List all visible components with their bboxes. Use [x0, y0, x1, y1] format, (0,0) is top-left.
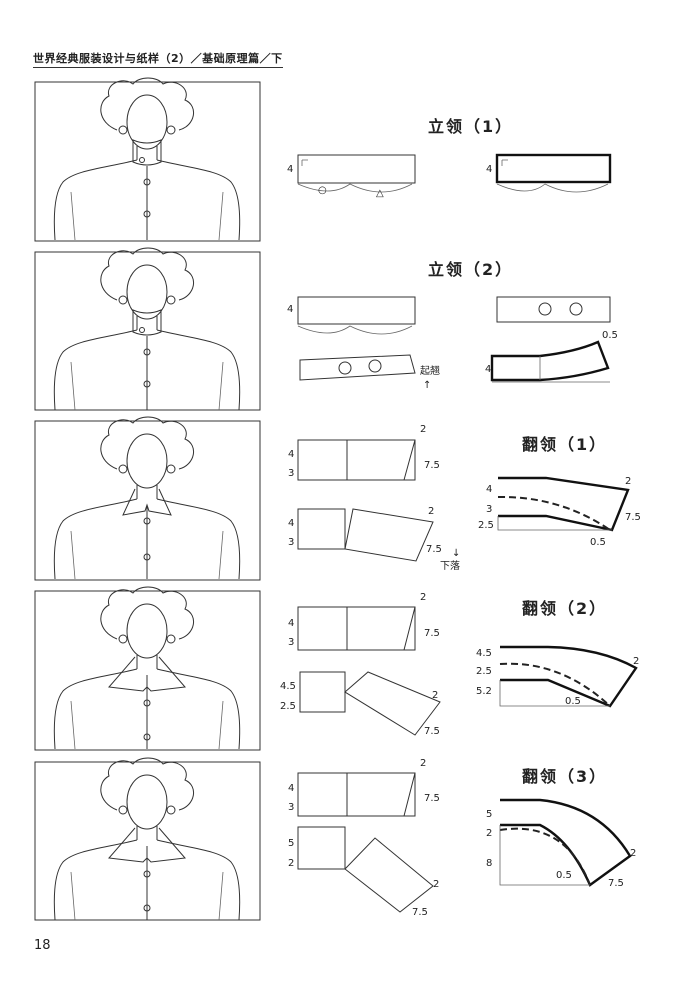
dimension-label: 7.5: [412, 907, 428, 918]
section-title: 立领（2）: [428, 260, 513, 279]
dimension-label: 4.5: [280, 681, 296, 692]
dimension-label: 5: [288, 838, 294, 849]
dimension-label: ↓: [452, 548, 460, 559]
dimension-label: 3: [288, 637, 294, 648]
dimension-label: 4: [486, 164, 492, 175]
illustration-turndown-collar-1: [34, 416, 261, 581]
page-number: 18: [34, 938, 51, 953]
dimension-label: 0.5: [590, 537, 606, 548]
dimension-label: 2.5: [476, 666, 492, 677]
dimension-label: 7.5: [424, 460, 440, 471]
illustration-turndown-collar-2: [34, 586, 261, 751]
dimension-label: △: [376, 188, 384, 199]
dimension-label: 2: [420, 424, 426, 435]
illustration-stand-collar-1: [34, 77, 261, 242]
dimension-label: 7.5: [426, 544, 442, 555]
section-title: 翻领（1）: [522, 435, 607, 454]
dimension-label: 4: [288, 618, 294, 629]
section-title: 翻领（2）: [522, 599, 607, 618]
dimension-label: 4: [288, 518, 294, 529]
dimension-label: 2: [630, 848, 636, 859]
dimension-label: 起翘: [420, 365, 440, 377]
dimension-label: 2: [486, 828, 492, 839]
dimension-label: ○: [318, 185, 327, 196]
dimension-label: 2: [432, 690, 438, 701]
dimension-label: 2: [433, 879, 439, 890]
dimension-label: 7.5: [625, 512, 641, 523]
dimension-label: ↑: [423, 380, 431, 391]
dimension-label: 5: [486, 809, 492, 820]
dimension-label: 0.5: [565, 696, 581, 707]
dimension-label: 7.5: [608, 878, 624, 889]
dimension-label: 3: [486, 504, 492, 515]
dimension-label: 4: [288, 449, 294, 460]
dimension-label: 2.5: [280, 701, 296, 712]
dimension-label: 7.5: [424, 726, 440, 737]
dimension-label: 2.5: [478, 520, 494, 531]
illustration-stand-collar-2: [34, 247, 261, 411]
pattern-turndown-collar-1: 4 3 2 7.5 4 3 2 7.5 ↓ 下落 4 3 2.5 2 7.5 0.5: [288, 424, 641, 572]
dimension-label: 2: [428, 506, 434, 517]
dimension-label: 3: [288, 537, 294, 548]
pattern-turndown-collar-2: 4 3 2 7.5 4.5 2.5 2 7.5 4.5 2.5 5.2 2 0.5: [280, 592, 639, 737]
dimension-label: 2: [625, 476, 631, 487]
pattern-stand-collar-2: 4 起翘 ↑ 4 0.5: [287, 296, 618, 391]
section-title: 翻领（3）: [522, 767, 607, 786]
dimension-label: 5.2: [476, 686, 492, 697]
dimension-label: 8: [486, 858, 492, 869]
dimension-label: 4: [485, 364, 491, 375]
dimension-label: 0.5: [556, 870, 572, 881]
dimension-label: 0.5: [602, 330, 618, 341]
dimension-label: 2: [420, 758, 426, 769]
dimension-label: 4: [287, 304, 293, 315]
dimension-label: 4: [486, 484, 492, 495]
dimension-label: 4: [288, 783, 294, 794]
dimension-label: 3: [288, 802, 294, 813]
dimension-label: 4.5: [476, 648, 492, 659]
dimension-label: 7.5: [424, 628, 440, 639]
illustration-turndown-collar-3: [34, 757, 261, 921]
running-header: 世界经典服装设计与纸样（2）／基础原理篇／下: [33, 50, 283, 68]
dimension-label: 7.5: [424, 793, 440, 804]
dimension-label: 2: [288, 858, 294, 869]
dimension-label: 下落: [440, 560, 460, 572]
dimension-label: 2: [420, 592, 426, 603]
dimension-label: 3: [288, 468, 294, 479]
dimension-label: 2: [633, 656, 639, 667]
dimension-label: 4: [287, 164, 293, 175]
pattern-stand-collar-1: 4 ○ △ 4: [287, 153, 612, 199]
pattern-turndown-collar-3: 4 3 2 7.5 5 2 2 7.5 5 2 8 2 0.5 7.5: [288, 758, 636, 918]
section-title: 立领（1）: [428, 117, 513, 136]
